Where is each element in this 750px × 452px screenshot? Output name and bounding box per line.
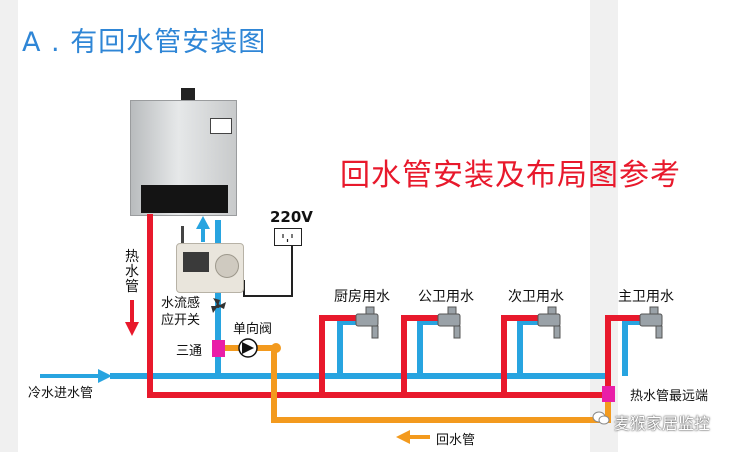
check-valve-icon (238, 338, 258, 358)
power-socket-icon (274, 228, 302, 246)
return-pipe-label: 回水管 (436, 433, 476, 448)
check-valve-label: 单向阀 (233, 322, 273, 337)
diagram-subtitle: 回水管安装及布局图参考 (340, 158, 681, 193)
farthest-end-fitting (602, 386, 615, 402)
voltage-label: 220V (270, 208, 313, 226)
flow-controller (176, 243, 244, 293)
faucet-icon (437, 306, 461, 339)
faucet-icon (639, 306, 663, 339)
background-stripe (0, 0, 18, 452)
controller-antenna (181, 226, 184, 244)
arrow-down-icon (125, 300, 139, 336)
heater-vent (181, 88, 195, 101)
faucet-label-public-bath: 公卫用水 (418, 289, 474, 305)
return-pump-node (271, 343, 281, 353)
heater-energy-label (210, 118, 232, 134)
controller-screen (183, 252, 209, 272)
faucet-icon (355, 306, 379, 339)
faucet-label-second-bath: 次卫用水 (508, 289, 564, 305)
return-water-pipe (224, 345, 611, 423)
page-title: A . 有回水管安装图 (22, 27, 267, 58)
faucet-label-master-bath: 主卫用水 (618, 289, 674, 305)
power-cable (243, 246, 293, 297)
arrow-up-icon (196, 216, 210, 242)
wechat-icon (592, 411, 610, 425)
flow-switch-label-line2: 应开关 (161, 313, 201, 328)
heater-control-panel (141, 185, 228, 213)
flow-switch-label-line1: 水流感 (161, 296, 201, 311)
hot-water-pipe-label: 热 水 管 (125, 249, 139, 295)
fan-icon (211, 298, 226, 313)
tee-label: 三通 (176, 344, 203, 359)
faucet-label-kitchen: 厨房用水 (334, 289, 390, 305)
farthest-end-label: 热水管最远端 (630, 389, 709, 404)
controller-knob (215, 254, 239, 278)
hot-water-pipes (147, 214, 640, 398)
tee-fitting (212, 340, 225, 357)
faucet-icon (537, 306, 561, 339)
cold-inlet-label: 冷水进水管 (28, 386, 94, 401)
watermark-text: 麦猴家居监控 (614, 414, 711, 433)
arrow-right-icon (40, 369, 112, 383)
arrow-left-icon (396, 430, 430, 444)
